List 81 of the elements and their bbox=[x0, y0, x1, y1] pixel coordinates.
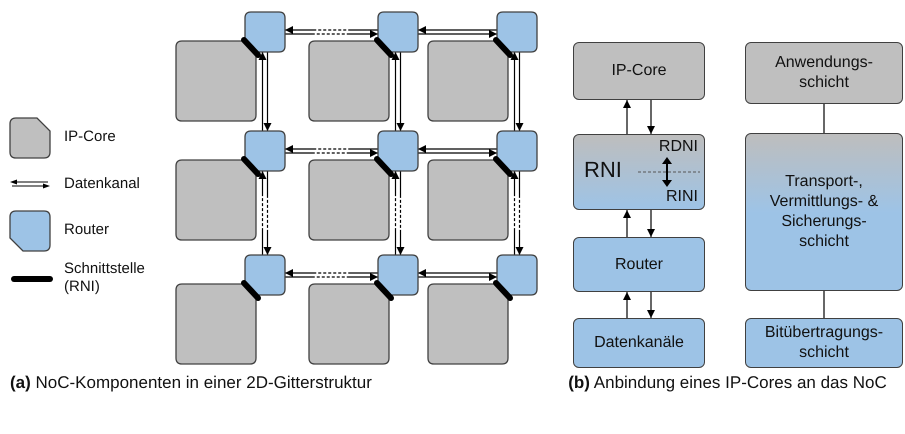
arrow bbox=[285, 269, 378, 277]
layer-box bbox=[573, 42, 705, 100]
ip-core-box bbox=[427, 283, 509, 365]
router-box bbox=[496, 11, 538, 53]
ip-core-box bbox=[308, 283, 390, 365]
arrow bbox=[285, 149, 378, 157]
layer-box bbox=[745, 318, 903, 368]
interface-bar bbox=[374, 280, 394, 301]
node-label: Datenkanäle bbox=[594, 333, 684, 353]
sublayer-label: RDNI bbox=[658, 138, 698, 156]
legend-label: Datenkanal bbox=[64, 175, 141, 193]
arrow bbox=[418, 26, 497, 34]
arrow bbox=[396, 52, 404, 131]
arrow bbox=[285, 145, 378, 153]
layer-box bbox=[573, 318, 705, 368]
interface-bar bbox=[493, 156, 513, 177]
legend-label: IP-Core bbox=[64, 128, 117, 146]
interface-bar bbox=[493, 37, 513, 58]
node-label: Bitübertragungs- schicht bbox=[764, 323, 884, 363]
interface-bar bbox=[374, 37, 394, 58]
arrow bbox=[623, 210, 631, 237]
interface-bar bbox=[493, 280, 513, 301]
router-box bbox=[496, 130, 538, 172]
legend-label: Router bbox=[64, 221, 110, 239]
arrow bbox=[647, 100, 655, 134]
interface-label: RNI bbox=[584, 157, 622, 183]
router-box bbox=[496, 254, 538, 296]
arrow bbox=[285, 273, 378, 281]
arrow bbox=[623, 292, 631, 318]
ip-core-box bbox=[175, 283, 257, 365]
interface-bar bbox=[374, 156, 394, 177]
arrow bbox=[418, 145, 497, 153]
node-label: Router bbox=[614, 254, 664, 274]
arrow bbox=[418, 273, 497, 281]
interface-bar bbox=[241, 280, 261, 301]
router-box bbox=[244, 11, 286, 53]
ip-core-box bbox=[308, 40, 390, 122]
router-box bbox=[244, 254, 286, 296]
layer-box bbox=[573, 134, 705, 210]
caption: (a) NoC-Komponenten in einer 2D-Gitterstruktur bbox=[10, 372, 373, 394]
arrow bbox=[418, 149, 497, 157]
arrow bbox=[264, 52, 272, 131]
router-box bbox=[377, 130, 419, 172]
arrow bbox=[258, 52, 266, 131]
arrow bbox=[258, 171, 266, 255]
ip-core-box bbox=[175, 40, 257, 122]
router-box bbox=[244, 130, 286, 172]
interface-bar bbox=[241, 156, 261, 177]
layer-box bbox=[573, 237, 705, 292]
legend-label: Schnittstelle (RNI) bbox=[64, 260, 146, 296]
ip-core-box bbox=[427, 40, 509, 122]
node-label: Anwendungs- schicht bbox=[774, 53, 874, 93]
arrow bbox=[510, 171, 518, 255]
arrow bbox=[396, 171, 404, 255]
router-box bbox=[377, 11, 419, 53]
arrow bbox=[285, 30, 378, 38]
ip-core-box bbox=[308, 159, 390, 241]
interface-bar bbox=[241, 37, 261, 58]
caption: (b) Anbindung eines IP-Cores an das NoC bbox=[567, 372, 888, 394]
ip-core-box bbox=[175, 159, 257, 241]
arrow bbox=[510, 52, 518, 131]
node-label: Transport-, Vermittlungs- & Sicherungs- schicht bbox=[769, 172, 879, 252]
arrow bbox=[264, 171, 272, 255]
layer-box bbox=[745, 133, 903, 291]
ip-core-box bbox=[427, 159, 509, 241]
arrow bbox=[418, 269, 497, 277]
arrow bbox=[647, 210, 655, 237]
arrow bbox=[285, 26, 378, 34]
node-label: IP-Core bbox=[611, 61, 667, 81]
router-box bbox=[377, 254, 419, 296]
arrow bbox=[516, 52, 524, 131]
connector-line bbox=[823, 291, 825, 318]
arrow bbox=[516, 171, 524, 255]
arrow bbox=[392, 52, 400, 131]
arrow bbox=[418, 30, 497, 38]
arrow bbox=[647, 292, 655, 318]
connector-line bbox=[823, 104, 825, 133]
arrow bbox=[623, 100, 631, 134]
arrow bbox=[392, 171, 400, 255]
sublayer-label: RINI bbox=[666, 188, 698, 206]
layer-box bbox=[745, 42, 903, 104]
